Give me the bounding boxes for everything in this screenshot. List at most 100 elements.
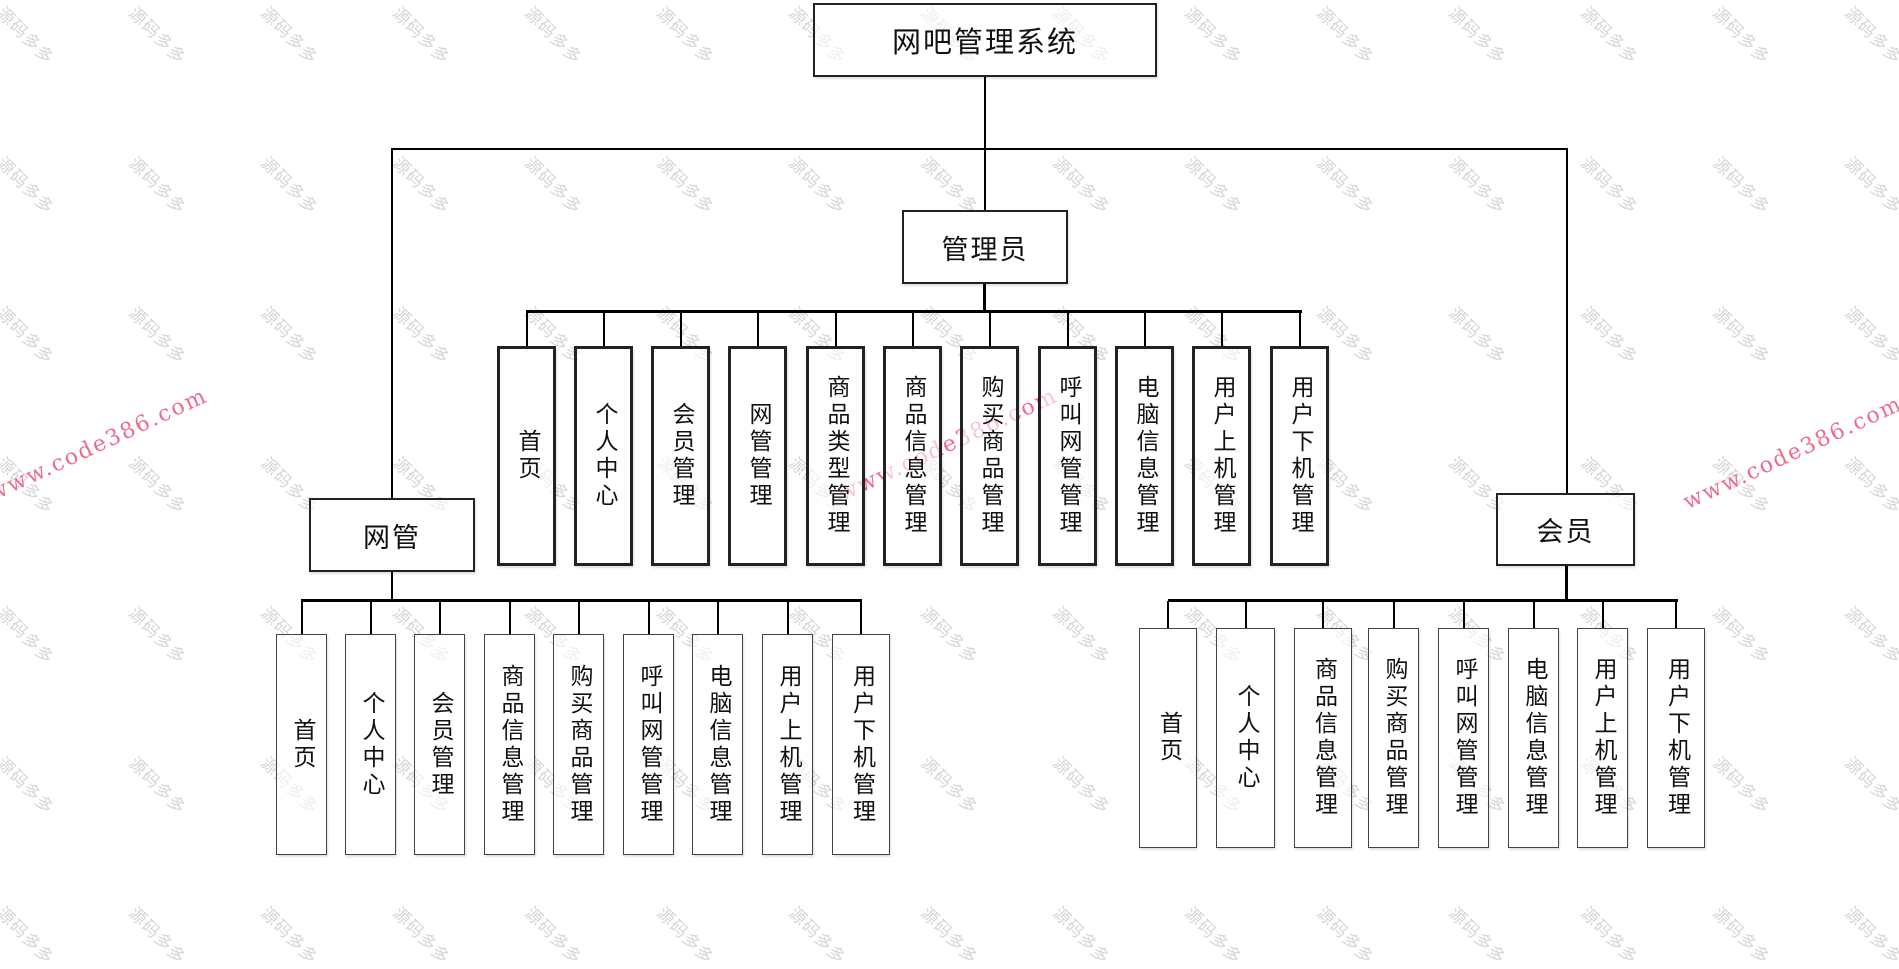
connector-to-member <box>1566 148 1568 493</box>
function-label: 电脑信息管理 <box>1521 657 1547 819</box>
function-label: 商品类型管理 <box>823 375 849 537</box>
function-label: 用户上机管理 <box>1209 375 1235 537</box>
function-node: 个人中心 <box>1216 628 1275 848</box>
watermark-tile: 源码多多 <box>520 3 586 69</box>
watermark-tile: 源码多多 <box>256 903 322 969</box>
function-node: 商品信息管理 <box>1294 628 1352 848</box>
watermark-tile: 源码多多 <box>124 303 190 369</box>
root-label: 网吧管理系统 <box>891 25 1078 59</box>
role-label-member: 会员 <box>1536 517 1595 548</box>
watermark-tile: 源码多多 <box>0 453 58 519</box>
watermark-tile: 源码多多 <box>1708 303 1774 369</box>
function-label: 用户上机管理 <box>775 663 801 826</box>
function-node: 会员管理 <box>651 346 710 566</box>
watermark-tile: 源码多多 <box>916 603 982 669</box>
function-node: 首页 <box>497 346 556 566</box>
connector-child <box>835 312 837 346</box>
watermark-tile: 源码多多 <box>652 3 718 69</box>
connector-child <box>1675 601 1677 628</box>
watermark-tile: 源码多多 <box>388 903 454 969</box>
function-node: 购买商品管理 <box>1368 628 1419 848</box>
watermark-tile: 源码多多 <box>256 3 322 69</box>
function-label: 电脑信息管理 <box>1132 375 1158 537</box>
watermark-tile: 源码多多 <box>1312 153 1378 219</box>
watermark-tile: 源码多多 <box>1708 453 1774 519</box>
function-node: 用户下机管理 <box>1270 346 1329 566</box>
watermark-tile: 源码多多 <box>0 603 58 669</box>
watermark-tile: 源码多多 <box>1840 153 1899 219</box>
function-node: 呼叫网管管理 <box>623 634 674 855</box>
watermark-tile: 源码多多 <box>0 303 58 369</box>
function-label: 商品信息管理 <box>497 663 523 826</box>
watermark-tile: 源码多多 <box>388 303 454 369</box>
watermark-tile: 源码多多 <box>0 153 58 219</box>
connector-child <box>989 312 991 346</box>
function-node: 商品信息管理 <box>883 346 942 566</box>
function-node: 首页 <box>1139 628 1197 848</box>
watermark-tile: 源码多多 <box>652 903 718 969</box>
watermark-tile: 源码多多 <box>0 3 58 69</box>
connector-child <box>509 601 511 634</box>
watermark-tile: 源码多多 <box>1312 3 1378 69</box>
connector-member-down <box>1565 566 1568 600</box>
role-label-netadmin: 网管 <box>363 522 421 554</box>
connector-child <box>370 601 372 634</box>
function-node: 个人中心 <box>345 634 396 855</box>
function-label: 呼叫网管管理 <box>1451 657 1477 819</box>
connector-top-bar <box>391 148 1568 150</box>
connector-child <box>1322 601 1324 628</box>
watermark-tile: 源码多多 <box>1840 303 1899 369</box>
connector-child <box>439 601 441 634</box>
watermark-tile: 源码多多 <box>1576 3 1642 69</box>
function-node: 会员管理 <box>414 634 465 855</box>
watermark-tile: 源码多多 <box>124 153 190 219</box>
connector-child <box>1393 601 1395 628</box>
connector-child <box>1245 601 1247 628</box>
watermark-tile: 源码多多 <box>520 153 586 219</box>
watermark-tile: 源码多多 <box>1708 903 1774 969</box>
function-label: 购买商品管理 <box>977 375 1003 537</box>
watermark-url: www.code386.com <box>0 383 212 507</box>
watermark-tile: 源码多多 <box>1444 903 1510 969</box>
watermark-tile: 源码多多 <box>916 153 982 219</box>
function-label: 购买商品管理 <box>566 663 592 826</box>
watermark-tile: 源码多多 <box>1180 903 1246 969</box>
connector-netadmin-bar <box>301 599 862 602</box>
watermark-url: www.code386.com <box>834 383 1062 507</box>
function-label: 会员管理 <box>427 690 453 799</box>
function-label: 个人中心 <box>591 402 617 510</box>
watermark-tile: 源码多多 <box>388 153 454 219</box>
connector-child <box>1299 312 1301 346</box>
connector-admin-down <box>983 284 986 312</box>
watermark-tile: 源码多多 <box>916 903 982 969</box>
connector-child <box>578 601 580 634</box>
watermark-tile: 源码多多 <box>1576 903 1642 969</box>
watermark-tile: 源码多多 <box>1180 3 1246 69</box>
function-label: 首页 <box>514 429 540 483</box>
watermark-tile: 源码多多 <box>1708 603 1774 669</box>
function-node: 电脑信息管理 <box>1508 628 1559 848</box>
watermark-tile: 源码多多 <box>784 903 850 969</box>
watermark-tile: 源码多多 <box>1444 303 1510 369</box>
function-label: 商品信息管理 <box>900 375 926 537</box>
connector-child <box>603 312 605 346</box>
function-node: 呼叫网管管理 <box>1038 346 1097 566</box>
function-node: 用户下机管理 <box>832 634 890 855</box>
role-node-netadmin: 网管 <box>309 498 475 572</box>
watermark-tile: 源码多多 <box>256 303 322 369</box>
watermark-tile: 源码多多 <box>1840 3 1899 69</box>
function-label: 用户下机管理 <box>848 663 875 826</box>
watermark-tile: 源码多多 <box>124 753 190 819</box>
connector-child <box>680 312 682 346</box>
watermark-tile: 源码多多 <box>652 153 718 219</box>
watermark-tile: 源码多多 <box>1708 753 1774 819</box>
watermark-tile: 源码多多 <box>1312 903 1378 969</box>
function-node: 用户上机管理 <box>1192 346 1251 566</box>
function-node: 电脑信息管理 <box>692 634 743 855</box>
function-label: 用户下机管理 <box>1663 657 1690 819</box>
function-node: 网管管理 <box>728 346 787 566</box>
watermark-tile: 源码多多 <box>1840 603 1899 669</box>
watermark-tile: 源码多多 <box>1444 153 1510 219</box>
function-node: 个人中心 <box>574 346 633 566</box>
watermark-tile: 源码多多 <box>1840 903 1899 969</box>
